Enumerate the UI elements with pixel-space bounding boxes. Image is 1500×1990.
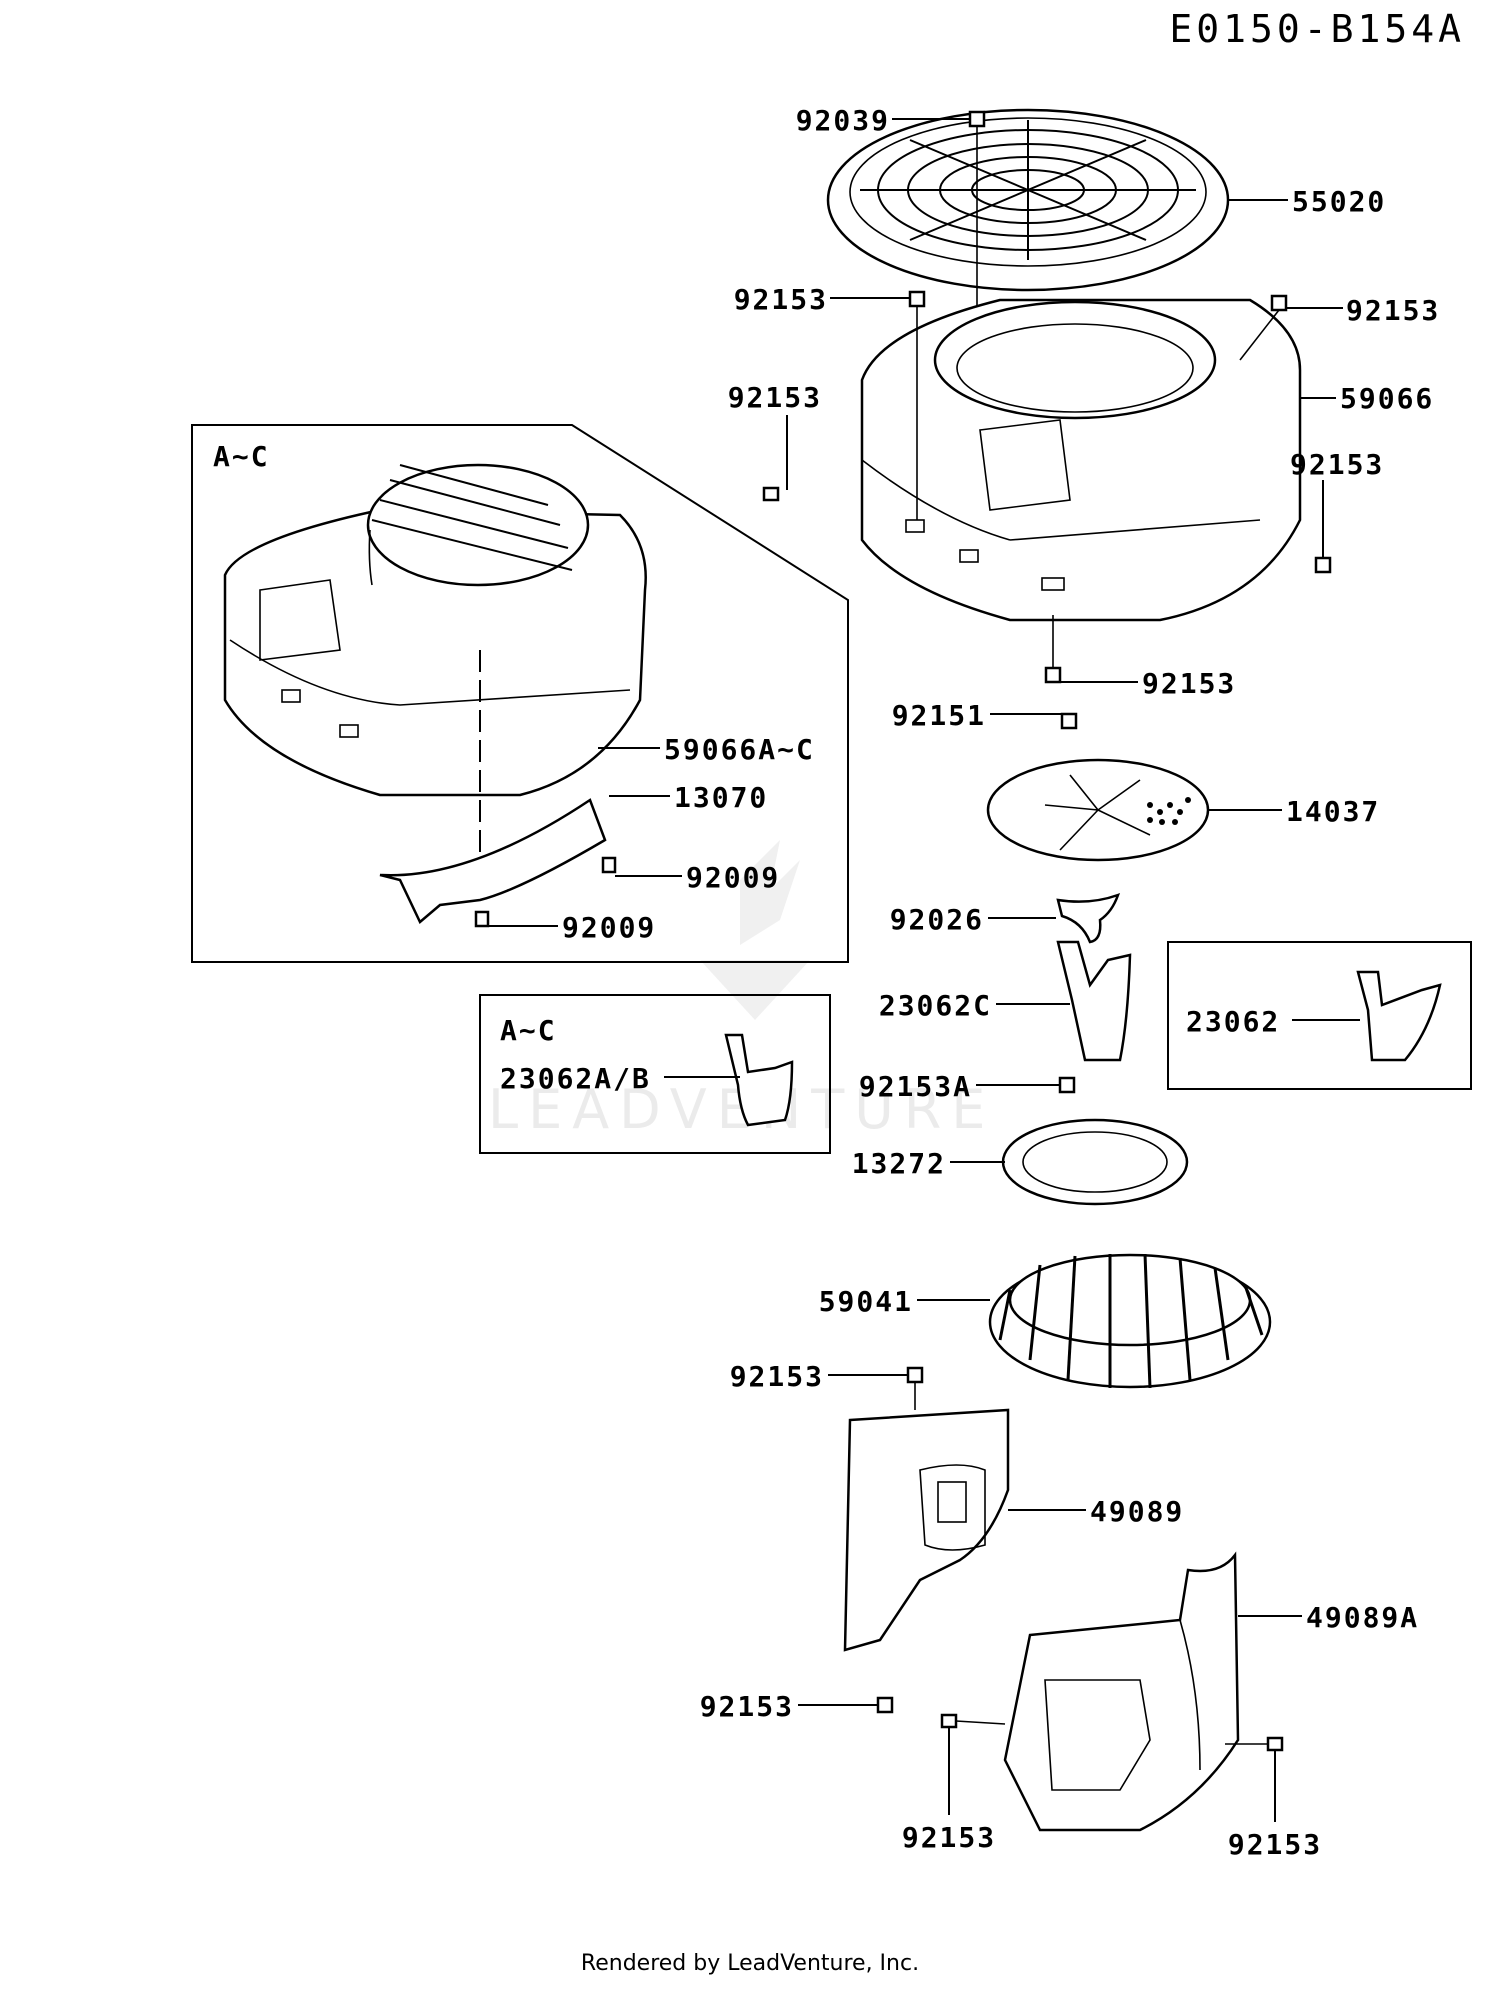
part-92153A-bolt[interactable] xyxy=(1058,1076,1076,1094)
label-92153-top-left[interactable]: 92153 xyxy=(734,283,828,316)
rotating-screen-perforation xyxy=(1147,797,1191,825)
part-92153-lower-cover-bolts[interactable] xyxy=(940,1713,1284,1752)
label-92153-mid-left[interactable]: 92153 xyxy=(728,381,822,414)
part-92153-cover-bolts[interactable] xyxy=(876,1366,924,1714)
diagram-code: E0150-B154A xyxy=(1169,7,1465,51)
label-92009-b[interactable]: 92009 xyxy=(562,911,656,944)
part-13272-gasket[interactable] xyxy=(1001,1118,1189,1206)
screen-grille xyxy=(860,120,1196,260)
part-92039-bolt[interactable] xyxy=(968,110,986,340)
part-59066-blower-shroud[interactable] xyxy=(860,298,1302,622)
fan-blades xyxy=(998,1253,1264,1389)
part-13070-baffle[interactable] xyxy=(379,798,607,925)
part-23062AB-bracket[interactable] xyxy=(724,1033,794,1127)
part-92153-shroud-bolts[interactable] xyxy=(762,290,1332,684)
watermark-text: LEADVENTURE xyxy=(488,1078,995,1141)
label-92009-a[interactable]: 92009 xyxy=(686,861,780,894)
part-59041-fan[interactable] xyxy=(988,1253,1272,1389)
label-92153-below-shroud[interactable]: 92153 xyxy=(1142,667,1236,700)
label-92026[interactable]: 92026 xyxy=(890,903,984,936)
part-92151-bolt[interactable] xyxy=(1060,712,1078,730)
label-92039[interactable]: 92039 xyxy=(796,104,890,137)
part-55020-screen[interactable] xyxy=(826,108,1230,292)
label-23062AB[interactable]: 23062A/B xyxy=(500,1062,651,1095)
watermark: LEADVENTURE xyxy=(488,840,995,1141)
footer-credit: Rendered by LeadVenture, Inc. xyxy=(581,1951,919,1976)
label-23062[interactable]: 23062 xyxy=(1186,1005,1280,1038)
label-92153-right[interactable]: 92153 xyxy=(1290,448,1384,481)
label-59066AC[interactable]: 59066A~C xyxy=(664,733,815,766)
label-92151[interactable]: 92151 xyxy=(892,699,986,732)
part-14037-rotating-screen[interactable] xyxy=(986,758,1210,862)
part-59066AC-shroud[interactable] xyxy=(223,463,647,797)
part-92026-washer[interactable] xyxy=(1056,892,1121,944)
variant-tag-bracket: A~C xyxy=(500,1014,557,1047)
label-92153-above-cover[interactable]: 92153 xyxy=(730,1360,824,1393)
label-49089A[interactable]: 49089A xyxy=(1306,1601,1419,1634)
variant-box-bracket: A~C xyxy=(479,994,831,1154)
label-55020[interactable]: 55020 xyxy=(1292,185,1386,218)
label-49089[interactable]: 49089 xyxy=(1090,1495,1184,1528)
label-14037[interactable]: 14037 xyxy=(1286,795,1380,828)
label-92153-top-right[interactable]: 92153 xyxy=(1346,294,1440,327)
label-92153A[interactable]: 92153A xyxy=(859,1070,972,1103)
label-13272[interactable]: 13272 xyxy=(852,1147,946,1180)
watermark-logo-icon xyxy=(700,840,810,1020)
part-labels: 92039 55020 92153 92153 92153 59066 9215… xyxy=(500,104,1440,1861)
label-59066[interactable]: 59066 xyxy=(1340,382,1434,415)
label-92153-bottom-right[interactable]: 92153 xyxy=(1228,1828,1322,1861)
part-23062-bracket[interactable] xyxy=(1356,970,1442,1062)
label-92153-lower-left[interactable]: 92153 xyxy=(700,1690,794,1723)
variant-box-23062 xyxy=(1167,941,1472,1090)
variant-tag-shroud: A~C xyxy=(213,440,270,473)
label-23062C[interactable]: 23062C xyxy=(879,989,992,1022)
variant-box-shroud: A~C xyxy=(191,424,849,963)
leader-lines xyxy=(488,118,1360,1822)
label-92153-bottom-mid[interactable]: 92153 xyxy=(902,1821,996,1854)
part-49089A-cylinder-cover[interactable] xyxy=(1003,1551,1240,1832)
label-13070[interactable]: 13070 xyxy=(674,781,768,814)
label-59041[interactable]: 59041 xyxy=(819,1285,913,1318)
part-23062C-bracket[interactable] xyxy=(1056,940,1132,1062)
shroud-grille xyxy=(371,464,573,571)
part-49089-cylinder-cover[interactable] xyxy=(843,1408,1010,1652)
